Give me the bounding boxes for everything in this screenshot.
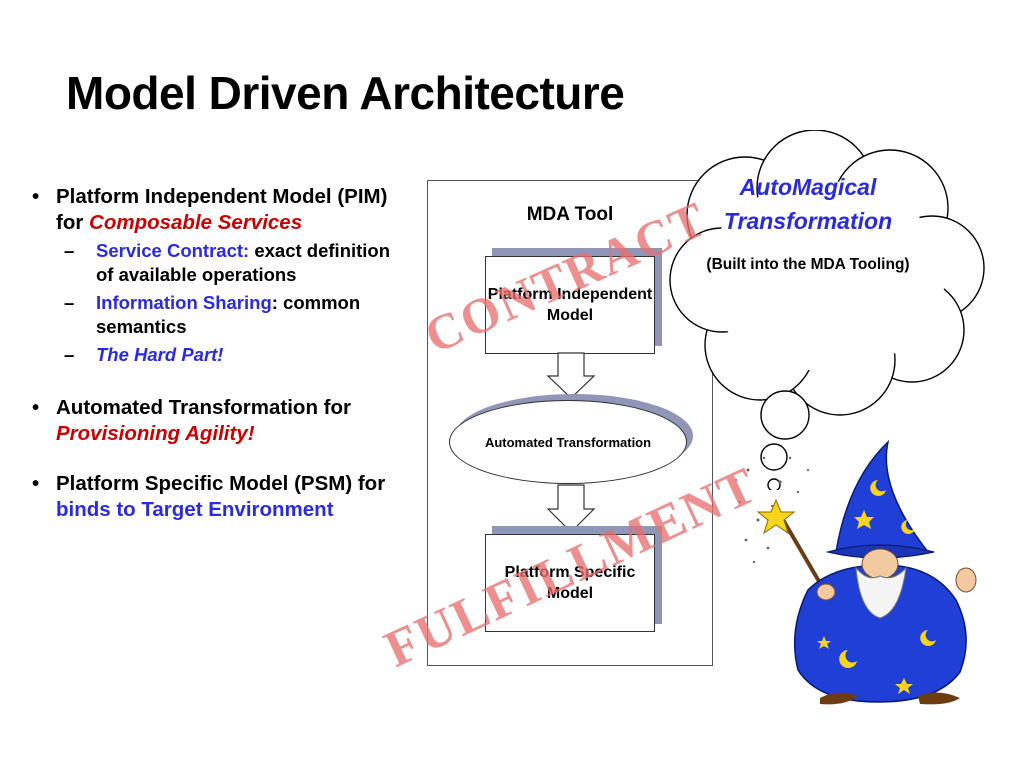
cloud-text: AutoMagical Transformation (Built into t… xyxy=(700,170,916,276)
sub-bullet-information-sharing: – Information Sharing: common semantics xyxy=(56,291,412,339)
bullet-psm: • Platform Specific Model (PSM) for bind… xyxy=(32,471,412,523)
bullet-transformation-highlight: Provisioning Agility! xyxy=(56,422,255,445)
mda-tool-label: MDA Tool xyxy=(526,204,614,225)
bullet-marker: • xyxy=(32,396,40,419)
sub-bullet-text: exact definition of available operations xyxy=(96,240,391,285)
cloud-subtitle: (Built into the MDA Tooling) xyxy=(706,256,910,273)
sub-bullet-highlight: The Hard Part! xyxy=(96,344,224,365)
down-arrow-icon xyxy=(546,484,596,533)
bullet-marker: • xyxy=(32,185,40,208)
bullet-pim-text: Platform Independent Model (PIM) for xyxy=(56,185,388,234)
sub-bullet-highlight: Information Sharing xyxy=(96,292,272,313)
bullet-marker: • xyxy=(32,472,40,495)
wizard-illustration-icon xyxy=(735,440,977,705)
cloud-title: AutoMagical Transformation xyxy=(723,174,893,234)
sub-bullet-text: : common semantics xyxy=(96,292,361,337)
down-arrow-icon xyxy=(546,352,596,399)
bullet-psm-text: Platform Specific Model (PSM) for xyxy=(56,472,386,495)
sub-bullet-marker: – xyxy=(64,292,75,313)
slide-title: Model Driven Architecture xyxy=(66,67,625,119)
bullet-pim: • Platform Independent Model (PIM) for C… xyxy=(32,184,412,371)
bullet-psm-highlight: binds to Target Environment xyxy=(56,498,334,521)
sub-bullet-highlight: Service Contract: xyxy=(96,240,250,261)
bullet-list: • Platform Independent Model (PIM) for C… xyxy=(32,184,412,547)
bullet-transformation-text: Automated Transformation for xyxy=(56,396,351,419)
sub-bullet-marker: – xyxy=(64,240,75,261)
thought-cloud-icon xyxy=(669,130,985,490)
sub-bullet-list: – Service Contract: exact definition of … xyxy=(56,239,412,367)
psm-box: Platform Specific Model xyxy=(485,534,655,632)
bullet-transformation: • Automated Transformation for Provision… xyxy=(32,395,412,447)
sub-bullet-service-contract: – Service Contract: exact definition of … xyxy=(56,239,412,287)
sub-bullet-marker: – xyxy=(64,344,75,365)
sub-bullet-hard-part: – The Hard Part! xyxy=(56,343,412,367)
bullet-pim-highlight: Composable Services xyxy=(89,211,303,234)
transformation-ellipse: Automated Transformation xyxy=(449,400,687,484)
